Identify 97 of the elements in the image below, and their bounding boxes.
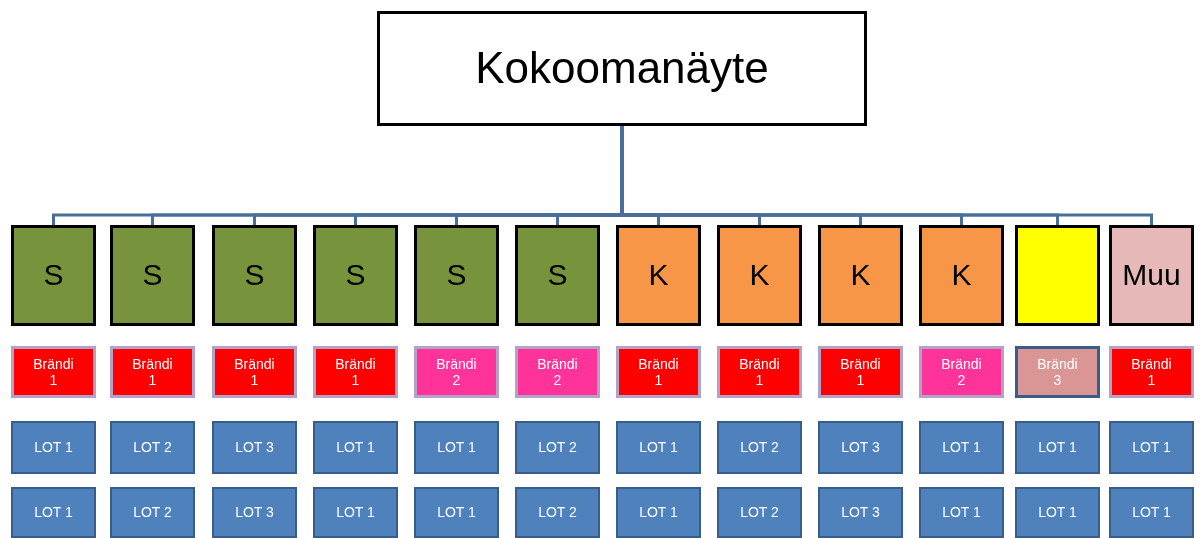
brand-box	[313, 346, 398, 398]
lot-box	[313, 487, 398, 538]
category-box	[717, 225, 802, 326]
lot-box	[110, 421, 195, 474]
node-label: Muu	[1122, 258, 1181, 293]
brand-box	[110, 346, 195, 398]
category-box	[110, 225, 195, 326]
node-label: Brändi 1	[32, 355, 75, 389]
node-label: Brändi 2	[435, 355, 478, 389]
lot-box	[515, 421, 600, 474]
node-label: Brändi 1	[233, 355, 276, 389]
node-label: LOT 2	[740, 439, 779, 456]
lot-box	[11, 421, 96, 474]
node-label: Brändi 1	[738, 355, 781, 389]
lot-box	[212, 487, 297, 538]
brand-box	[616, 346, 701, 398]
brand-box	[919, 346, 1004, 398]
node-label: Brändi 2	[940, 355, 983, 389]
node-label: S	[142, 258, 163, 293]
lot-box	[1015, 487, 1100, 538]
lot-box	[919, 421, 1004, 474]
brand-box	[1015, 346, 1100, 398]
lot-box	[818, 421, 903, 474]
node-label: LOT 1	[336, 439, 375, 456]
node-label: S	[244, 258, 265, 293]
node-label: LOT 1	[34, 439, 73, 456]
category-box	[313, 225, 398, 326]
lot-box	[919, 487, 1004, 538]
lot-box	[1109, 487, 1194, 538]
node-label: K	[648, 258, 669, 293]
node-label: LOT 2	[133, 504, 172, 521]
lot-box	[313, 421, 398, 474]
brand-box	[1109, 346, 1194, 398]
node-label: LOT 1	[639, 439, 678, 456]
category-box	[11, 225, 96, 326]
lot-box	[414, 487, 499, 538]
node-label: LOT 3	[235, 439, 274, 456]
node-label: Brändi 1	[1130, 355, 1173, 389]
node-label: LOT 1	[1132, 439, 1171, 456]
brand-box	[414, 346, 499, 398]
node-label: Kokoomanäyte	[475, 43, 769, 94]
root-box	[377, 11, 867, 126]
node-label: S	[43, 258, 64, 293]
node-label: Brändi 1	[637, 355, 680, 389]
lot-box	[717, 487, 802, 538]
node-label: LOT 1	[34, 504, 73, 521]
brand-box	[717, 346, 802, 398]
category-box	[919, 225, 1004, 326]
node-label: LOT 1	[639, 504, 678, 521]
node-label: Brändi 1	[839, 355, 882, 389]
node-label: LOT 2	[538, 504, 577, 521]
node-label: S	[446, 258, 467, 293]
node-label: LOT 1	[942, 504, 981, 521]
node-label: Brändi 1	[334, 355, 377, 389]
node-label: LOT 2	[133, 439, 172, 456]
node-label: Brändi 2	[536, 355, 579, 389]
lot-box	[818, 487, 903, 538]
node-label: Brändi 3	[1036, 355, 1079, 389]
category-box	[1109, 225, 1194, 326]
category-box	[616, 225, 701, 326]
node-label: LOT 1	[1038, 504, 1077, 521]
node-label: LOT 1	[942, 439, 981, 456]
node-label: LOT 2	[538, 439, 577, 456]
lot-box	[414, 421, 499, 474]
category-box	[818, 225, 903, 326]
node-label: S	[345, 258, 366, 293]
node-label: LOT 1	[336, 504, 375, 521]
lot-box	[616, 487, 701, 538]
node-label: LOT 1	[1132, 504, 1171, 521]
lot-box	[11, 487, 96, 538]
lot-box	[616, 421, 701, 474]
lot-box	[212, 421, 297, 474]
lot-box	[515, 487, 600, 538]
category-box	[414, 225, 499, 326]
node-label: K	[951, 258, 972, 293]
node-label: LOT 3	[841, 504, 880, 521]
brand-box	[212, 346, 297, 398]
node-label: S	[547, 258, 568, 293]
node-label: LOT 1	[437, 439, 476, 456]
node-label: K	[850, 258, 871, 293]
category-box	[1015, 225, 1100, 326]
brand-box	[515, 346, 600, 398]
category-box	[515, 225, 600, 326]
node-label: K	[749, 258, 770, 293]
brand-box	[11, 346, 96, 398]
brand-box	[818, 346, 903, 398]
node-label: LOT 2	[740, 504, 779, 521]
node-label: LOT 3	[841, 439, 880, 456]
category-box	[212, 225, 297, 326]
node-label: Brändi 1	[131, 355, 174, 389]
lot-box	[1109, 421, 1194, 474]
node-label: LOT 3	[235, 504, 274, 521]
lot-box	[110, 487, 195, 538]
lot-box	[717, 421, 802, 474]
node-label: LOT 1	[1038, 439, 1077, 456]
lot-box	[1015, 421, 1100, 474]
node-label: LOT 1	[437, 504, 476, 521]
